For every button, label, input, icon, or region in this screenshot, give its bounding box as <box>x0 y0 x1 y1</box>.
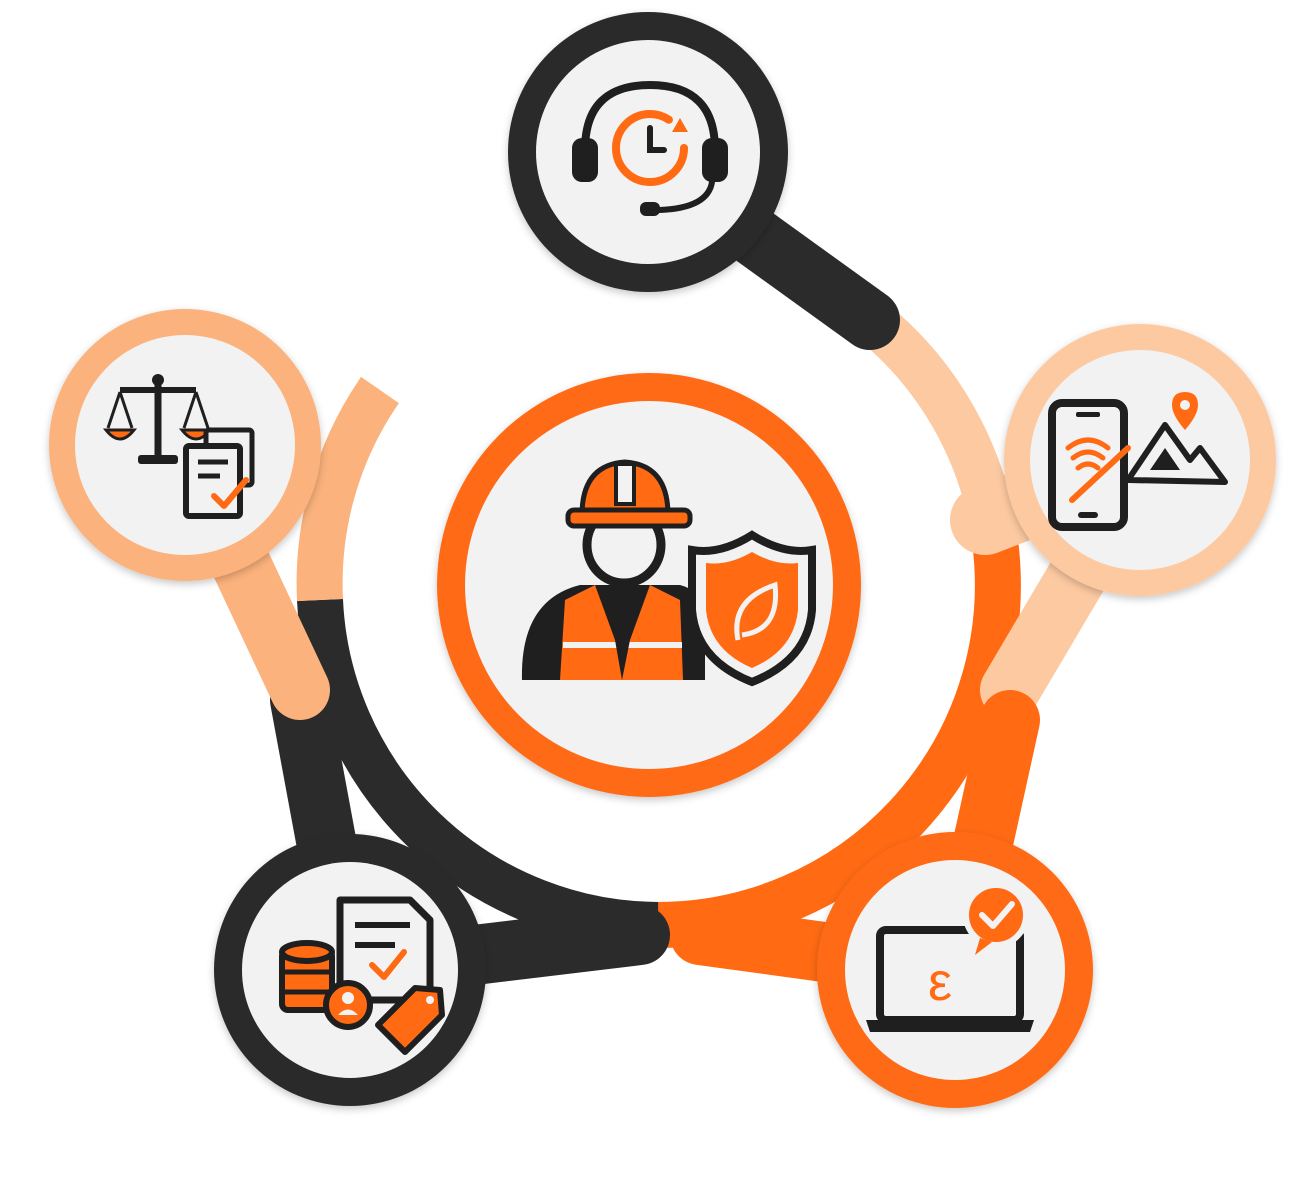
node-support <box>508 12 788 292</box>
scales-checklist-icon <box>102 374 255 519</box>
headset-clock-icon <box>572 80 728 216</box>
svg-text:ε: ε <box>928 952 952 1012</box>
node-compliance <box>49 309 321 581</box>
hub-node <box>437 373 861 797</box>
node-elearning: ε <box>817 832 1093 1108</box>
laptop-checkmark-icon: ε <box>866 882 1034 1032</box>
worker-safety-shield-icon <box>521 459 816 687</box>
connector-arc-records-compliance <box>296 376 400 602</box>
database-document-tag-icon <box>279 896 445 1055</box>
node-mobile-location <box>1004 324 1276 596</box>
mobile-map-pin-icon <box>1048 392 1228 531</box>
node-records <box>214 834 486 1106</box>
